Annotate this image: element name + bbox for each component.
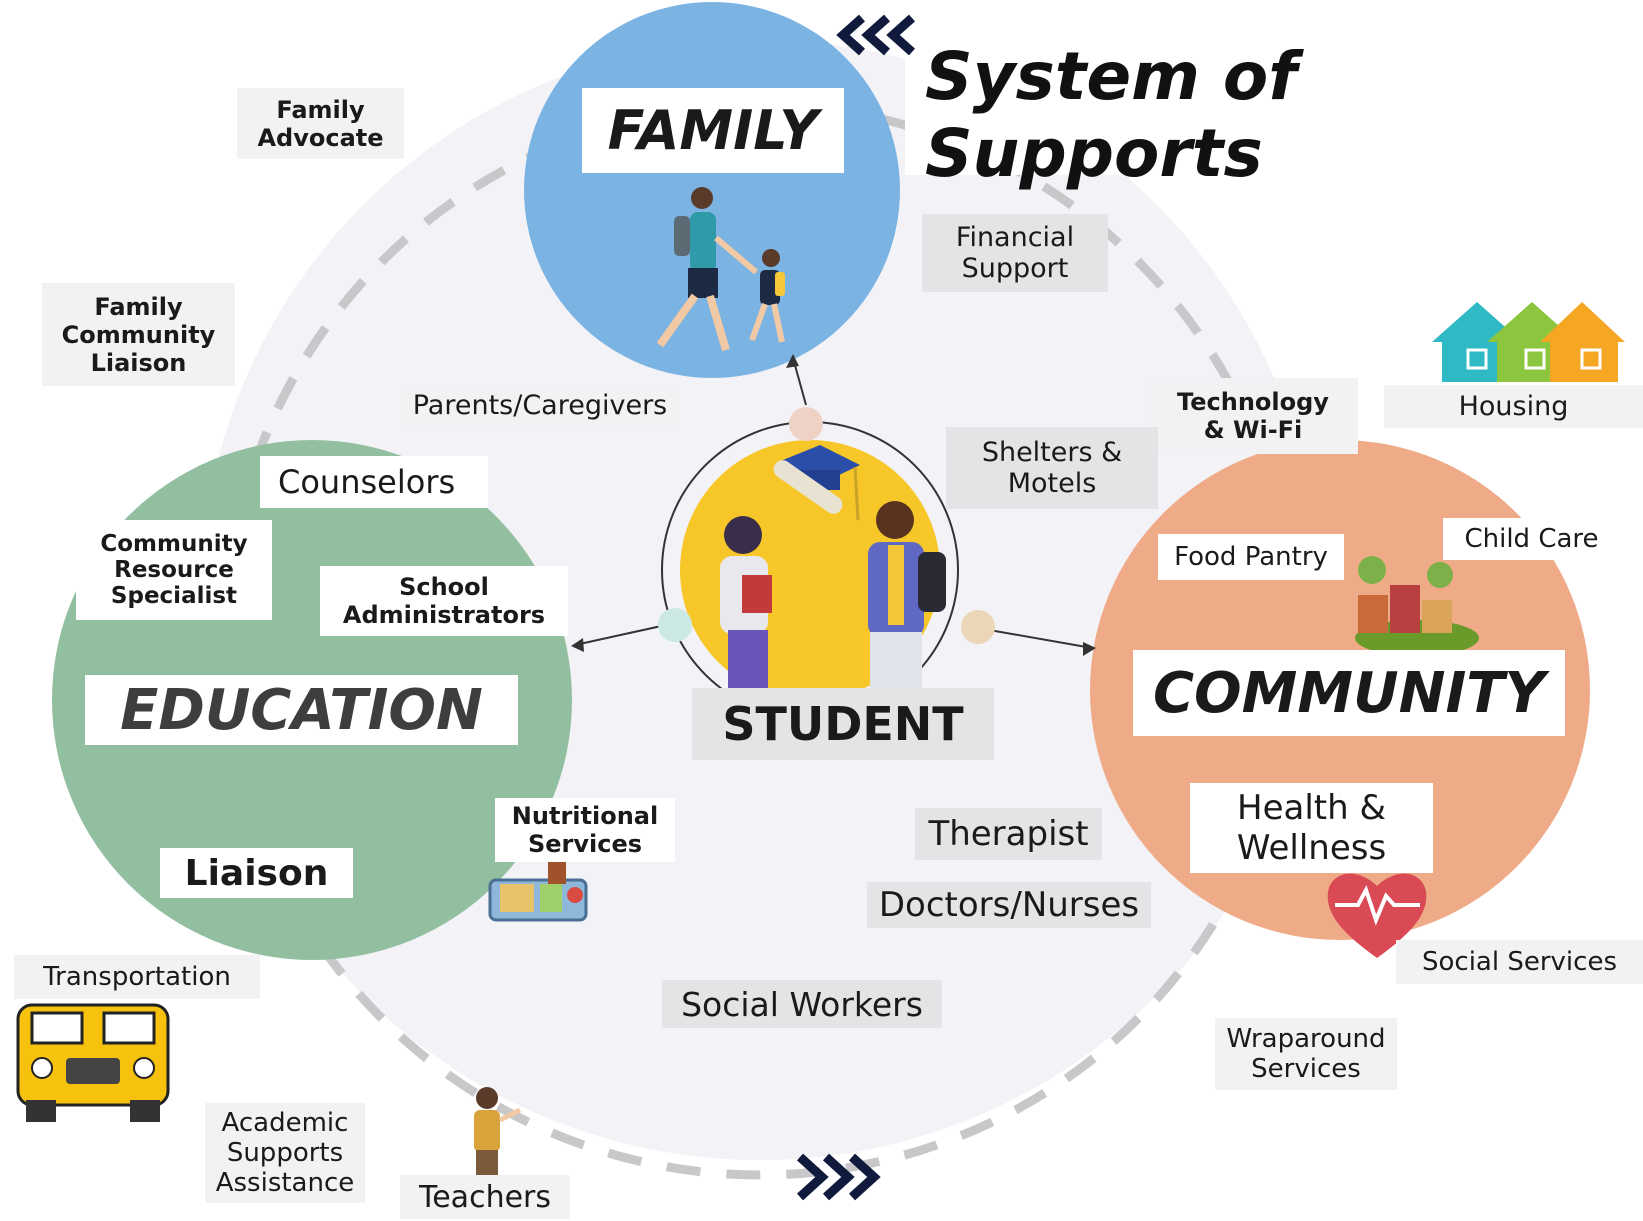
social-services-label: Social Services	[1396, 940, 1643, 984]
node-dot-left	[658, 608, 692, 642]
liaison-label: Liaison	[160, 848, 353, 898]
school-bus-icon	[16, 1003, 170, 1122]
walking-parent-child-icon	[656, 187, 785, 352]
family-hub-label: FAMILY	[582, 88, 844, 173]
node-dot-right	[961, 610, 995, 644]
arrowhead-family	[786, 354, 799, 368]
technology-wifi-label: Technology & Wi-Fi	[1148, 378, 1358, 454]
wraparound-services-label: Wraparound Services	[1215, 1018, 1397, 1090]
health-wellness-label: Health & Wellness	[1190, 783, 1433, 873]
chevrons-icon	[836, 14, 916, 56]
housing-label: Housing	[1384, 385, 1643, 428]
houses-icon	[1432, 302, 1625, 382]
child-care-label: Child Care	[1443, 518, 1620, 560]
therapist-label: Therapist	[915, 808, 1102, 860]
social-workers-label: Social Workers	[662, 980, 942, 1028]
town-icon	[1355, 556, 1479, 656]
school-administrators-label: School Administrators	[320, 566, 568, 636]
community-hub-label: COMMUNITY	[1133, 650, 1565, 736]
arrowhead-education	[571, 638, 584, 652]
heart-pulse-icon	[1327, 873, 1427, 958]
nutritional-services-label: Nutritional Services	[495, 798, 675, 862]
teacher-icon	[474, 1087, 522, 1180]
teachers-label: Teachers	[400, 1175, 570, 1219]
financial-support-label: Financial Support	[922, 214, 1108, 292]
chevrons-icon	[796, 1153, 881, 1201]
community-resource-specialist-label: Community Resource Specialist	[76, 520, 272, 620]
education-hub-label: EDUCATION	[85, 675, 518, 745]
node-dot-top	[789, 407, 823, 441]
arrowhead-community	[1083, 642, 1096, 656]
doctors-nurses-label: Doctors/Nurses	[867, 882, 1151, 928]
food-pantry-label: Food Pantry	[1158, 534, 1344, 580]
graduation-cap-icon	[773, 445, 860, 521]
family-community-liaison-label: Family Community Liaison	[42, 283, 235, 386]
shelters-motels-label: Shelters & Motels	[946, 427, 1158, 509]
family-circle	[524, 2, 900, 378]
counselors-label: Counselors	[260, 456, 488, 508]
family-advocate-label: Family Advocate	[237, 88, 404, 159]
transportation-label: Transportation	[14, 955, 260, 999]
student-hub-label: STUDENT	[692, 688, 994, 760]
parents-caregivers-label: Parents/Caregivers	[400, 385, 680, 425]
students-icon	[720, 501, 946, 692]
academic-supports-label: Academic Supports Assistance	[205, 1103, 365, 1203]
lunch-tray-icon	[488, 862, 588, 922]
diagram-title: System of Supports	[905, 38, 1643, 192]
